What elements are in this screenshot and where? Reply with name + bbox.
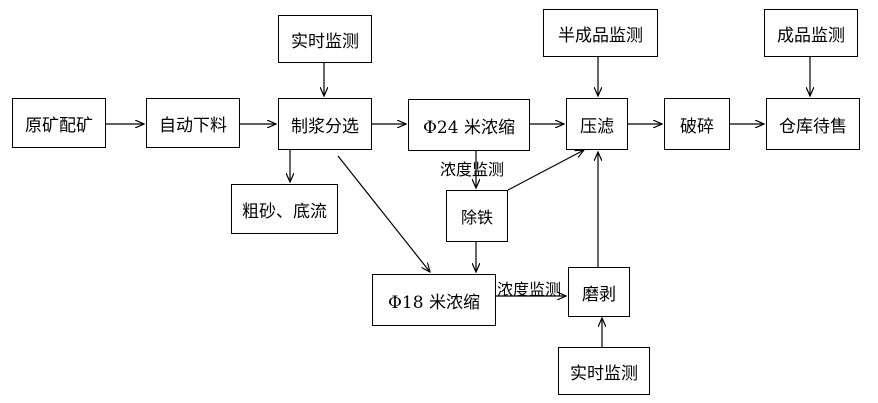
node-slurry-separation: 制浆分选 [278,98,372,150]
node-iron-removal: 除铁 [446,190,508,242]
node-realtime-monitor-top: 实时监测 [278,15,372,63]
node-semi-product-monitor: 半成品监测 [543,9,658,57]
node-thickener-24m: Φ24 米浓缩 [408,99,530,151]
arrow-slurry-to-thick18 [337,155,430,272]
node-press-filter: 压滤 [566,98,628,150]
node-realtime-monitor-bottom: 实时监测 [558,347,650,395]
node-raw-ore: 原矿配矿 [12,98,106,148]
label-density-monitor-top: 浓度监测 [440,160,505,179]
node-grinding: 磨剥 [568,267,630,317]
node-coarse-sand-underflow: 粗砂、底流 [231,184,338,234]
node-warehouse: 仓库待售 [766,98,860,150]
label-density-monitor-bottom: 浓度监测 [497,280,562,299]
node-auto-feed: 自动下料 [146,98,240,148]
node-product-monitor: 成品监测 [764,9,858,57]
node-thickener-18m: Φ18 米浓缩 [372,274,496,326]
arrow-iron-to-press [507,150,584,191]
node-crushing: 破碎 [664,98,730,150]
